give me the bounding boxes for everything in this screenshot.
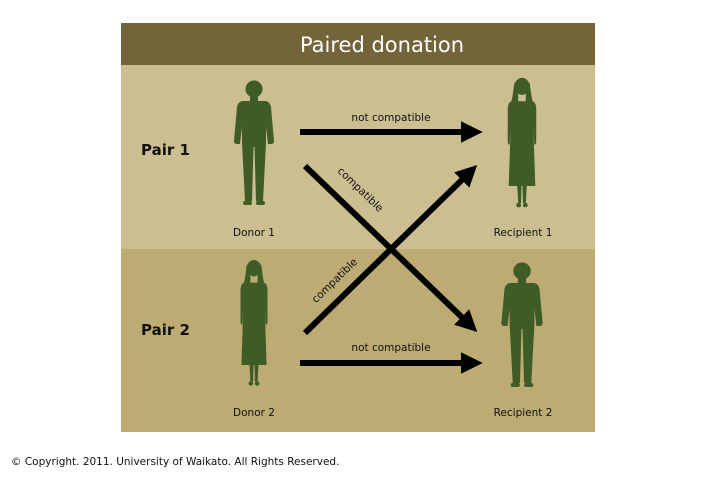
donor1-label: Donor 1 xyxy=(233,227,275,239)
arrow-compatible-up xyxy=(302,164,478,336)
label-not-compatible-bottom: not compatible xyxy=(351,342,430,354)
recipient1-label: Recipient 1 xyxy=(494,227,553,239)
pair1-label: Pair 1 xyxy=(141,141,190,159)
donor2-label: Donor 2 xyxy=(233,407,275,419)
header-band xyxy=(121,23,595,65)
arrow-compatible-down xyxy=(302,163,478,332)
recipient2-label: Recipient 2 xyxy=(494,407,553,419)
copyright-notice: © Copyright. 2011. University of Waikato… xyxy=(11,456,340,468)
label-not-compatible-top: not compatible xyxy=(351,112,430,124)
pair2-label: Pair 2 xyxy=(141,321,190,339)
diagram-title: Paired donation xyxy=(300,33,464,57)
